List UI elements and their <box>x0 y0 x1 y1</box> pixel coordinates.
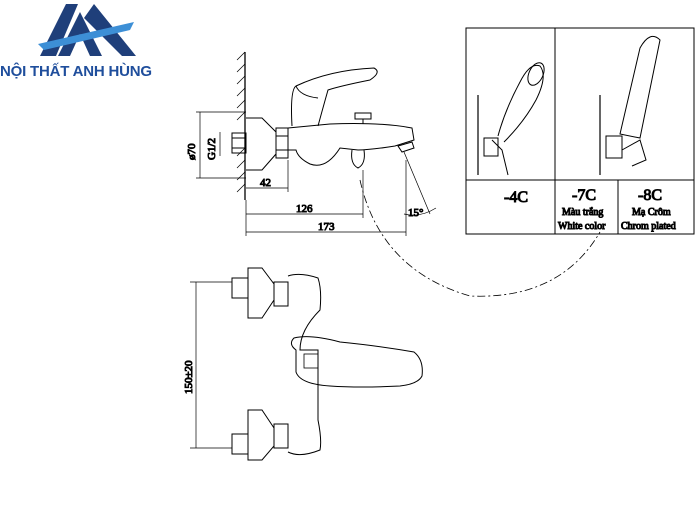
dim-spacing: 150±20 <box>183 360 195 394</box>
variant-7c-note-2: White color <box>558 221 606 232</box>
brand-name: NỘI THẤT ANH HÙNG <box>0 63 152 80</box>
dim-126: 126 <box>296 203 313 215</box>
dim-thread: G1/2 <box>206 138 218 160</box>
dim-angle: 15° <box>408 207 423 219</box>
faucet-side-view <box>196 51 601 297</box>
variant-code-7c: -7C <box>572 187 596 204</box>
variants-panel <box>465 27 695 235</box>
variant-code-4c: -4C <box>504 189 528 206</box>
dim-173: 173 <box>318 221 335 233</box>
dim-diameter: ø70 <box>186 143 198 160</box>
dim-42: 42 <box>260 177 271 189</box>
faucet-front-view <box>190 267 423 461</box>
variant-8c-note-1: Mạ Crôm <box>632 207 671 218</box>
variant-8c-note-2: Chrom plated <box>621 221 676 232</box>
variant-code-8c: -8C <box>638 187 662 204</box>
variant-7c-note-1: Màu trắng <box>562 207 603 218</box>
brand-logo-icon <box>38 4 136 56</box>
